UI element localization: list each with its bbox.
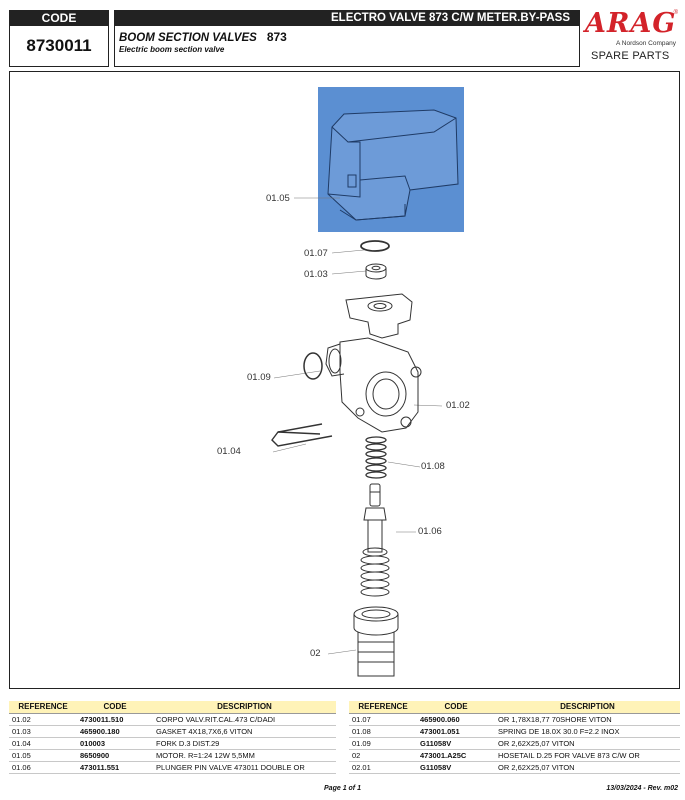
row-reference: 01.02: [9, 713, 77, 726]
row-reference: 02: [349, 749, 417, 762]
title-bar: ELECTRO VALVE 873 C/W METER.BY-PASS: [115, 11, 579, 26]
code-box: CODE 8730011: [9, 10, 109, 67]
arag-logo: ARAG ® A Nordson Company SPARE PARTS: [584, 8, 680, 66]
gasket-0103[interactable]: [365, 263, 387, 280]
row-reference: 01.06: [9, 761, 77, 774]
callout-02: 02: [310, 648, 321, 659]
section-title: BOOM SECTION VALVES 873: [119, 30, 287, 44]
o-ring-0109[interactable]: [303, 352, 323, 380]
callout-0103: 01.03: [304, 269, 328, 280]
row-code: 473001.A25C: [417, 749, 495, 762]
callout-0107: 01.07: [304, 248, 328, 259]
section-subtitle: Electric boom section valve: [119, 45, 225, 54]
valve-body-0102[interactable]: [325, 293, 422, 433]
row-code: 465900.060: [417, 713, 495, 726]
header-description: DESCRIPTION: [495, 701, 680, 714]
row-description: FORK D.3 DIST.29: [153, 737, 336, 750]
header-code: CODE: [77, 701, 153, 714]
header-reference: REFERENCE: [349, 701, 417, 714]
header-code: CODE: [417, 701, 495, 714]
hosetail-02[interactable]: [353, 606, 399, 677]
callout-0105: 01.05: [266, 193, 290, 204]
row-code: G11058V: [417, 761, 495, 774]
row-description: OR 1,78X18,77 70SHORE VITON: [495, 713, 680, 726]
row-description: CORPO VALV.RIT.CAL.473 C/DADI: [153, 713, 336, 726]
header-reference: REFERENCE: [9, 701, 77, 714]
row-code: 473011.551: [77, 761, 153, 774]
page-number: Page 1 of 1: [324, 785, 361, 792]
callout-0106: 01.06: [418, 526, 442, 537]
callout-0108: 01.08: [421, 461, 445, 472]
fork-0104[interactable]: [271, 423, 333, 447]
row-reference: 01.04: [9, 737, 77, 750]
code-value: 8730011: [26, 36, 92, 55]
row-code: 010003: [77, 737, 153, 750]
logo-registered: ®: [673, 10, 678, 16]
exploded-drawing-frame: 01.05 01.07 01.03 01.09 01.02 01.04 01.0…: [9, 71, 680, 689]
logo-tagline: A Nordson Company: [616, 40, 676, 47]
spring-0108[interactable]: [365, 436, 387, 479]
row-code: G11058V: [417, 737, 495, 750]
o-ring-0107[interactable]: [360, 240, 390, 252]
row-reference: 01.03: [9, 725, 77, 738]
row-code: 465900.180: [77, 725, 153, 738]
row-reference: 01.07: [349, 713, 417, 726]
callout-0102: 01.02: [446, 400, 470, 411]
table-header-row: REFERENCE CODE DESCRIPTION: [9, 701, 336, 714]
model-number: 873: [266, 30, 287, 44]
row-description: HOSETAIL D.25 FOR VALVE 873 C/W OR: [495, 749, 680, 762]
row-description: PLUNGER PIN VALVE 473011 DOUBLE OR: [153, 761, 336, 774]
row-description: OR 2,62X25,07 VITON: [495, 737, 680, 750]
code-label: CODE: [10, 11, 108, 26]
row-description: OR 2,62X25,07 VITON: [495, 761, 680, 774]
row-code: 473001.051: [417, 725, 495, 738]
row-description: SPRING DE 18.0X 30.0 F=2.2 INOX: [495, 725, 680, 738]
row-reference: 02.01: [349, 761, 417, 774]
leader-lines: [272, 197, 443, 655]
callout-0109: 01.09: [247, 372, 271, 383]
row-description: MOTOR. R=1:24 12W 5,5MM: [153, 749, 336, 762]
row-reference: 01.05: [9, 749, 77, 762]
plunger-0106[interactable]: [360, 483, 390, 597]
section-name: BOOM SECTION VALVES: [119, 32, 257, 44]
exploded-drawing: [271, 87, 464, 677]
row-code: 4730011.510: [77, 713, 153, 726]
row-reference: 01.08: [349, 725, 417, 738]
motor-part[interactable]: [318, 87, 464, 232]
row-reference: 01.09: [349, 737, 417, 750]
spare-parts-label: SPARE PARTS: [591, 50, 670, 62]
row-code: 8650900: [77, 749, 153, 762]
header-description: DESCRIPTION: [153, 701, 336, 714]
table-header-row: REFERENCE CODE DESCRIPTION: [349, 701, 680, 714]
logo-brand: ARAG: [585, 8, 677, 39]
row-description: GASKET 4X18,7X6,6 VITON: [153, 725, 336, 738]
title-box: ELECTRO VALVE 873 C/W METER.BY-PASS BOOM…: [114, 10, 580, 67]
revision-date: 13/03/2024 - Rev. m02: [606, 785, 678, 792]
callout-0104: 01.04: [217, 446, 241, 457]
